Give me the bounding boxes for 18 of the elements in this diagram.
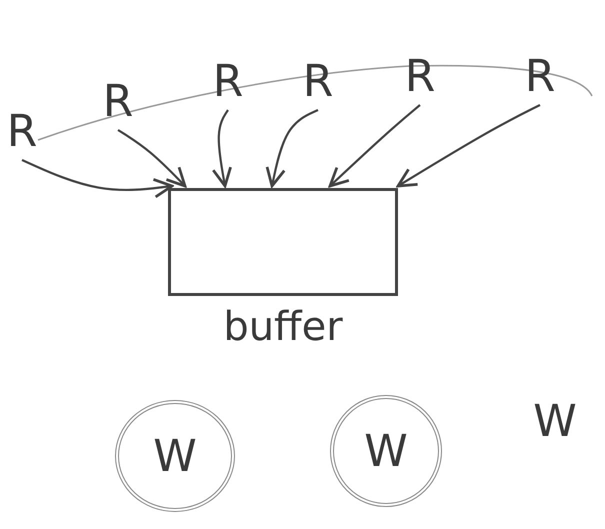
node-label: W xyxy=(364,426,408,476)
circle-node xyxy=(115,400,235,512)
node-label: R xyxy=(298,60,338,106)
box-label: buffer xyxy=(222,307,344,347)
circle-node xyxy=(330,395,442,507)
node-label: R xyxy=(520,55,560,101)
node-label: R xyxy=(400,55,440,101)
arrow xyxy=(396,104,540,188)
arrow xyxy=(22,159,174,198)
node-label: R xyxy=(208,60,248,106)
arrow xyxy=(328,104,421,188)
arrow xyxy=(266,109,318,188)
node-label: W xyxy=(153,430,197,482)
node-label: R xyxy=(2,110,42,156)
node-label: R xyxy=(98,80,138,126)
node-label: W xyxy=(525,400,585,450)
arrow xyxy=(117,129,186,188)
arrow xyxy=(212,109,232,188)
